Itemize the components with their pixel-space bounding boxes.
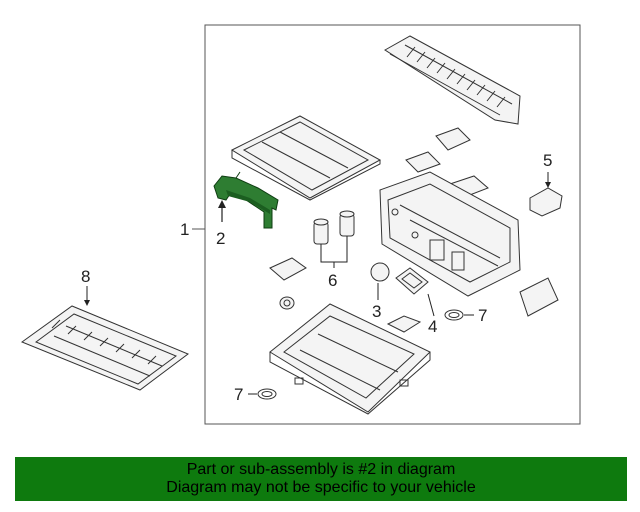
- small-parts-left: [269, 257, 307, 310]
- notice-line-1: Part or sub-assembly is #2 in diagram: [186, 461, 456, 478]
- callout-7-right: 7: [478, 306, 487, 325]
- skid-plate-part-8: [20, 286, 190, 391]
- seal-ring-parts-7: [248, 309, 474, 400]
- callout-4: 4: [428, 317, 437, 336]
- capacitor-parts-6: [313, 210, 355, 268]
- panel-part: [519, 277, 559, 317]
- parts-diagram: 1 2 3 4 5 6 7 7 8: [20, 24, 581, 425]
- callout-5: 5: [543, 151, 552, 170]
- callout-2-arrowhead: [218, 200, 226, 208]
- callout-8: 8: [81, 267, 90, 286]
- callout-7-left: 7: [234, 385, 243, 404]
- bracket-part-2: [213, 171, 279, 229]
- callout-3: 3: [372, 302, 381, 321]
- sensor-part-5: [529, 172, 563, 217]
- callout-6: 6: [328, 271, 337, 290]
- connector-parts-3-4: [370, 262, 435, 333]
- lower-tray-part: [269, 303, 431, 415]
- module-parts: [405, 127, 489, 199]
- assembly-frame: [204, 24, 581, 425]
- callout-2: 2: [216, 229, 225, 248]
- battery-housing-part: [379, 171, 521, 297]
- notice-line-2: Diagram may not be specific to your vehi…: [166, 479, 476, 496]
- diagram-notice-banner: Part or sub-assembly is #2 in diagram Di…: [15, 457, 627, 501]
- vent-cover-part: [384, 35, 521, 125]
- upper-tray-part: [230, 115, 382, 201]
- callout-1: 1: [180, 220, 189, 239]
